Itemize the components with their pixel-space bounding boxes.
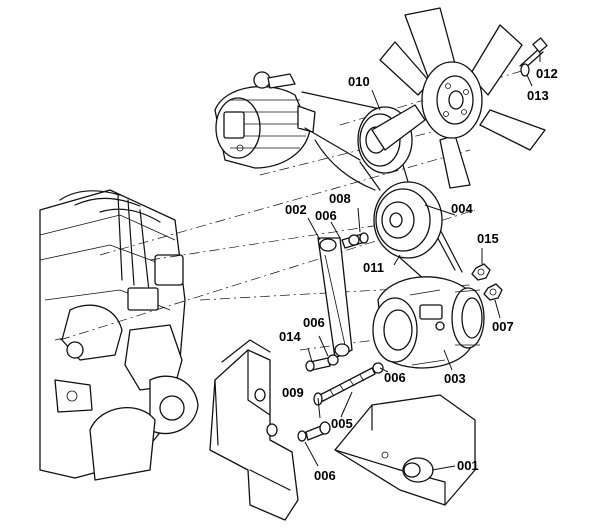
callout-013: 013 <box>527 88 549 103</box>
callout-015: 015 <box>477 231 499 246</box>
bracket-bolt-lower <box>305 354 339 372</box>
callout-008: 008 <box>329 191 351 206</box>
callout-002: 002 <box>285 202 307 217</box>
cooling-fan <box>371 7 546 189</box>
callout-004: 004 <box>451 201 473 216</box>
mount-bracket <box>209 339 299 521</box>
long-bolt <box>313 362 384 406</box>
callout-005: 005 <box>331 416 353 431</box>
adjusting-bracket <box>317 237 353 359</box>
idler-pulley <box>373 181 443 259</box>
engine-block <box>39 189 199 481</box>
callout-014: 014 <box>279 329 301 344</box>
bracket-bolt-upper <box>341 232 369 249</box>
leader-lines <box>304 52 541 471</box>
callout-labels: 010 012 013 008 002 006 004 011 015 006 … <box>279 66 558 483</box>
callout-012: 012 <box>536 66 558 81</box>
mount-bolt <box>297 421 331 442</box>
callout-006-upper: 006 <box>315 208 337 223</box>
callout-001: 001 <box>457 458 479 473</box>
ac-compressor <box>372 276 485 369</box>
callout-010: 010 <box>348 74 370 89</box>
callout-003: 003 <box>444 371 466 386</box>
callout-007: 007 <box>492 319 514 334</box>
callout-006-right: 006 <box>384 370 406 385</box>
callout-006-mid: 006 <box>303 315 325 330</box>
callout-011: 011 <box>363 260 384 275</box>
callout-006-lower: 006 <box>314 468 336 483</box>
alternator <box>214 71 316 169</box>
base-bracket <box>334 394 476 506</box>
compressor-nuts <box>471 263 503 301</box>
callout-009: 009 <box>282 385 304 400</box>
